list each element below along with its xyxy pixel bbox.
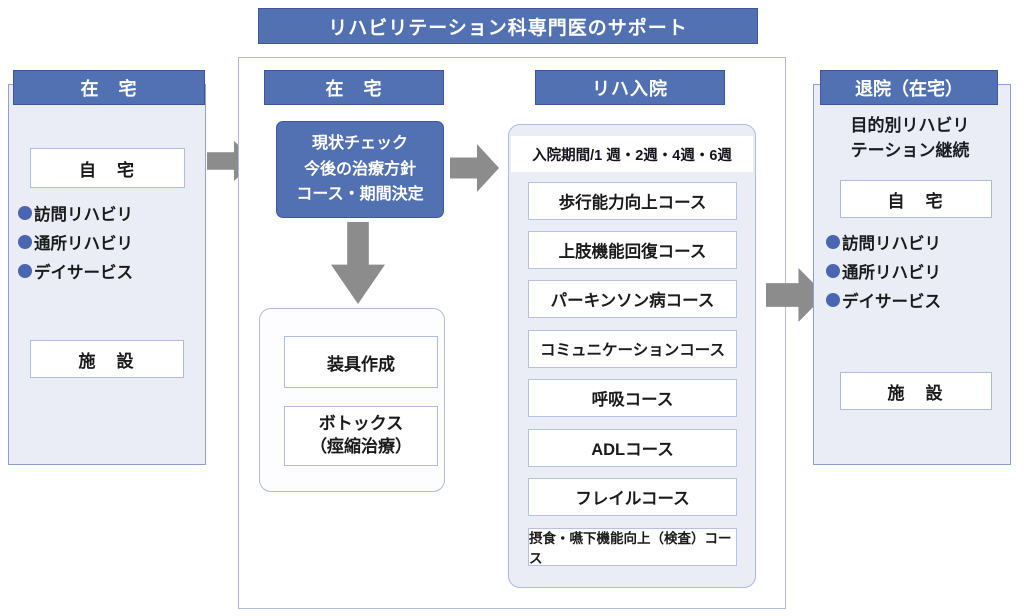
orthotics-box-label: 装具作成: [327, 354, 395, 374]
right-facility-box: 施 設: [840, 372, 992, 410]
discharge-panel-header-label: 退院（在宅）: [855, 78, 963, 99]
title-banner: リハビリテーション科専門医のサポート: [258, 8, 758, 44]
left-bullet-outpatient-rehab: 通所リハビリ: [18, 229, 133, 255]
course-respiratory: 呼吸コース: [528, 379, 737, 417]
course-label: コミュニケーションコース: [540, 342, 725, 359]
course-parkinson: パーキンソン病コース: [528, 280, 737, 318]
left-home-box: 自 宅: [30, 148, 185, 188]
left-panel-header-label: 在 宅: [80, 78, 138, 99]
center-panel-header: 在 宅: [264, 70, 444, 105]
botox-line2: （痙縮治療）: [310, 437, 412, 456]
course-label: パーキンソン病コース: [550, 292, 715, 310]
title-banner-label: リハビリテーション科専門医のサポート: [328, 17, 688, 39]
course-adl: ADLコース: [528, 429, 737, 467]
left-bullet-label: デイサービス: [34, 264, 133, 282]
course-label: 歩行能力向上コース: [558, 194, 707, 212]
left-bullet-label: 通所リハビリ: [34, 235, 133, 253]
botox-box: ボトックス （痙縮治療）: [284, 406, 438, 466]
status-check-line1: 現状チェック: [311, 135, 408, 153]
status-check-line3: コース・期間決定: [296, 186, 424, 204]
right-bullet-label: 訪問リハビリ: [842, 235, 941, 253]
course-label: 上肢機能回復コース: [558, 243, 707, 261]
rehab-panel-header: リハ入院: [535, 70, 725, 105]
left-panel-header: 在 宅: [13, 70, 205, 105]
course-label: フレイルコース: [575, 490, 690, 508]
bullet-icon: [826, 293, 840, 307]
bullet-icon: [826, 235, 840, 249]
course-label: 摂食・嚥下機能向上（検査）コース: [529, 531, 732, 566]
left-facility-box: 施 設: [30, 340, 184, 378]
center-panel-header-label: 在 宅: [325, 78, 383, 99]
left-facility-box-label: 施 設: [78, 351, 136, 371]
course-walking: 歩行能力向上コース: [528, 182, 737, 220]
botox-line1: ボトックス: [318, 414, 404, 434]
discharge-panel-header: 退院（在宅）: [820, 70, 998, 105]
right-bullet-day-service: デイサービス: [826, 287, 941, 313]
left-bullet-visit-rehab: 訪問リハビリ: [18, 200, 133, 226]
bullet-icon: [18, 206, 32, 220]
left-home-box-label: 自 宅: [79, 160, 136, 180]
left-bullet-label: 訪問リハビリ: [34, 206, 133, 224]
bullet-icon: [18, 264, 32, 278]
status-check-line2: 今後の治療方針: [303, 160, 416, 178]
right-home-box: 自 宅: [840, 180, 992, 218]
admission-period-label: 入院期間/1 週・2週・4週・6週: [532, 147, 732, 164]
course-label: 呼吸コース: [591, 391, 674, 409]
left-home-panel: [8, 84, 206, 465]
admission-period-band: 入院期間/1 週・2週・4週・6週: [511, 136, 753, 172]
course-frail: フレイルコース: [528, 478, 737, 516]
left-bullet-day-service: デイサービス: [18, 258, 133, 284]
orthotics-box: 装具作成: [284, 336, 438, 388]
discharge-subtitle-line2: テーション継続: [850, 141, 970, 160]
bullet-icon: [826, 264, 840, 278]
right-home-box-label: 自 宅: [887, 191, 945, 211]
discharge-subtitle-line1: 目的別リハビリ: [850, 115, 970, 135]
right-bullet-outpatient-rehab: 通所リハビリ: [826, 258, 941, 284]
discharge-subtitle: 目的別リハビリ テーション継続: [820, 112, 1000, 164]
right-bullet-label: 通所リハビリ: [842, 264, 941, 282]
right-facility-box-label: 施 設: [887, 383, 945, 403]
course-communication: コミュニケーションコース: [528, 330, 737, 368]
rehab-panel-header-label: リハ入院: [592, 78, 668, 99]
course-label: ADLコース: [591, 441, 674, 459]
right-bullet-label: デイサービス: [842, 293, 941, 311]
course-swallowing: 摂食・嚥下機能向上（検査）コース: [528, 528, 737, 566]
course-upper-limb: 上肢機能回復コース: [528, 231, 737, 269]
status-check-box: 現状チェック 今後の治療方針 コース・期間決定: [276, 121, 444, 218]
right-bullet-visit-rehab: 訪問リハビリ: [826, 229, 941, 255]
bullet-icon: [18, 235, 32, 249]
